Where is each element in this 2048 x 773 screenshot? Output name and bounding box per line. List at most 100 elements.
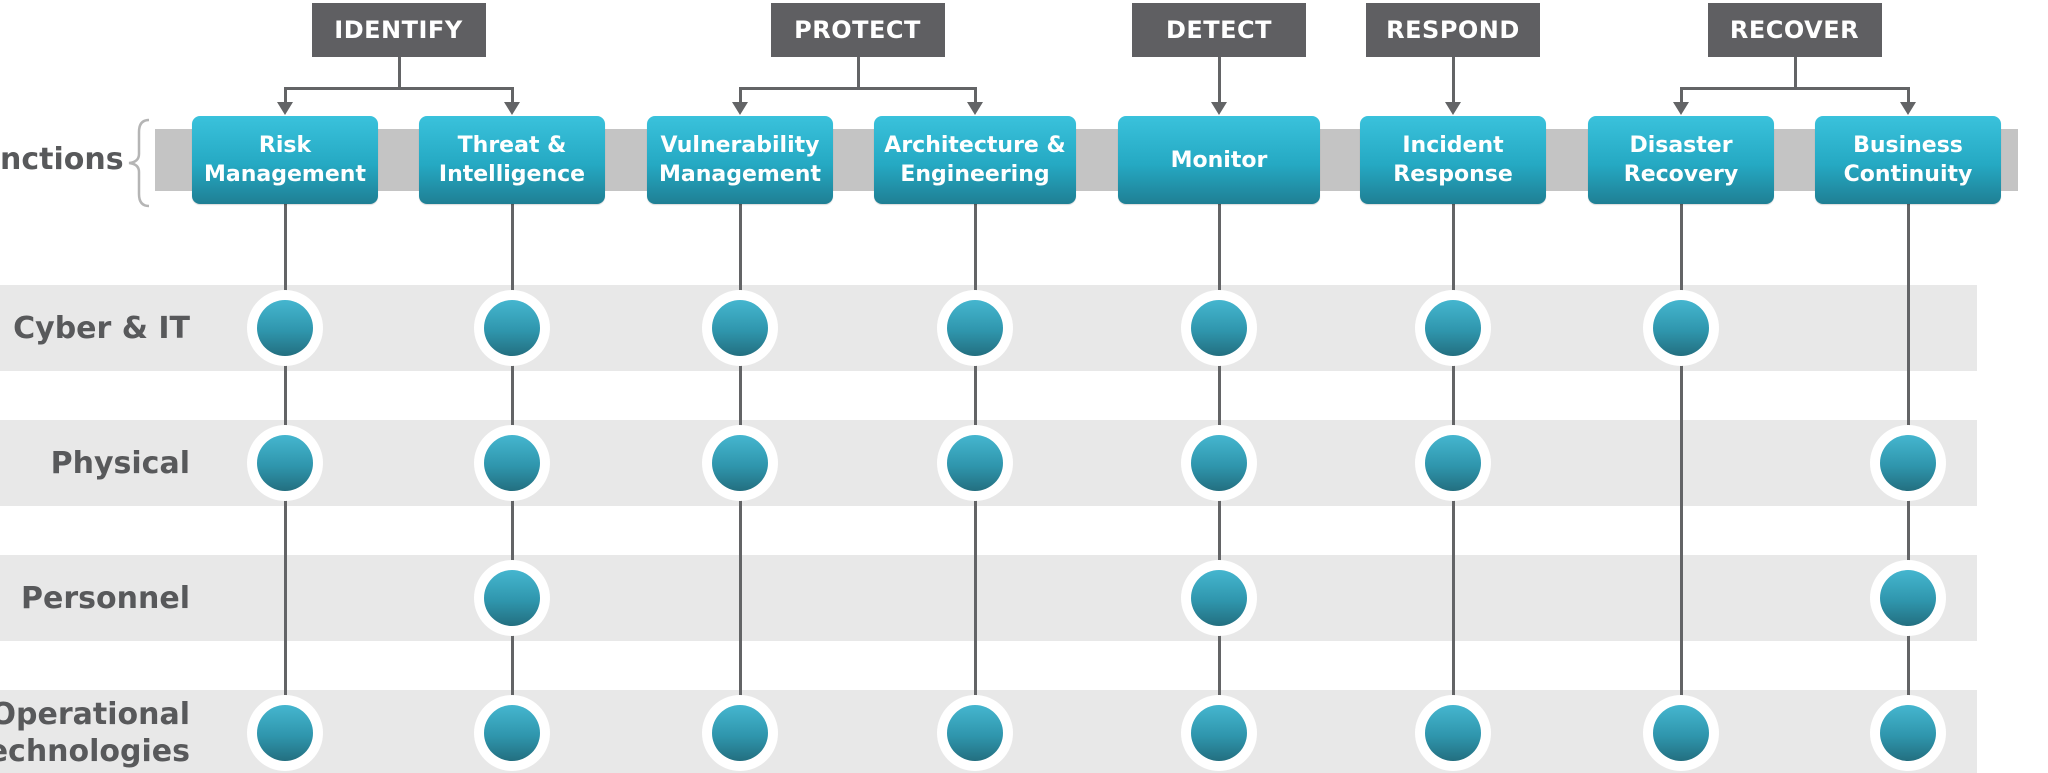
function-stem-line <box>856 57 860 89</box>
capability-label: Disaster Recovery <box>1623 133 1739 187</box>
domain-label-text: Physical <box>50 445 190 481</box>
capability-box-vuln: Vulnerability Management <box>647 116 833 204</box>
capability-label: Monitor <box>1170 147 1268 173</box>
domain-label-text: Cyber & IT <box>13 310 190 346</box>
coverage-dot-fill <box>484 570 540 626</box>
capability-label: Vulnerability Management <box>659 133 821 187</box>
coverage-dot <box>702 695 778 771</box>
function-label: DETECT <box>1165 16 1273 44</box>
domain-label-physical: Physical <box>0 418 190 508</box>
coverage-dot <box>1643 695 1719 771</box>
capability-connector-line <box>1680 204 1683 733</box>
coverage-dot-fill <box>712 300 768 356</box>
coverage-dot <box>247 695 323 771</box>
coverage-dot <box>1181 560 1257 636</box>
capability-label: Business Continuity <box>1843 133 1973 187</box>
function-box-recover: RECOVER <box>1707 3 1882 57</box>
coverage-dot-fill <box>712 435 768 491</box>
capability-box-business: Business Continuity <box>1815 116 2001 204</box>
coverage-dot <box>1870 560 1946 636</box>
function-stem-line <box>1218 57 1221 104</box>
arrow-down-icon <box>967 102 983 115</box>
coverage-dot-fill <box>484 300 540 356</box>
capability-label: Incident Response <box>1393 133 1513 187</box>
capability-box-risk: Risk Management <box>192 116 378 204</box>
function-branch-drop-line <box>739 87 742 104</box>
coverage-dot <box>474 425 550 501</box>
coverage-dot-fill <box>1191 300 1247 356</box>
coverage-dot-fill <box>1191 570 1247 626</box>
capability-box-monitor: Monitor <box>1118 116 1320 204</box>
domain-label-operational-technologies: Operational echnologies <box>0 688 190 773</box>
arrow-down-icon <box>504 102 520 115</box>
function-branch-line <box>284 87 514 90</box>
coverage-dot-fill <box>1425 300 1481 356</box>
coverage-dot <box>702 425 778 501</box>
coverage-dot-fill <box>257 705 313 761</box>
coverage-dot-fill <box>947 300 1003 356</box>
function-branch-drop-line <box>974 87 977 104</box>
function-branch-drop-line <box>1907 87 1910 104</box>
function-branch-drop-line <box>511 87 514 104</box>
coverage-dot <box>1181 695 1257 771</box>
coverage-dot-fill <box>947 435 1003 491</box>
function-branch-line <box>1680 87 1910 90</box>
function-box-detect: DETECT <box>1132 3 1306 57</box>
coverage-dot <box>937 425 1013 501</box>
coverage-dot <box>474 560 550 636</box>
function-label: RESPOND <box>1386 16 1520 44</box>
function-stem-line <box>397 57 401 89</box>
arrow-down-icon <box>1673 102 1689 115</box>
functions-brace <box>128 118 150 208</box>
coverage-dot-fill <box>712 705 768 761</box>
coverage-dot <box>1181 290 1257 366</box>
capability-label: Architecture & Engineering <box>884 133 1066 187</box>
domain-label-cyber-it: Cyber & IT <box>0 283 190 373</box>
function-branch-drop-line <box>1680 87 1683 104</box>
coverage-dot <box>474 695 550 771</box>
framework-label: nctions <box>0 142 124 177</box>
function-branch-drop-line <box>284 87 287 104</box>
function-label: RECOVER <box>1729 16 1860 44</box>
coverage-dot-fill <box>1653 300 1709 356</box>
coverage-dot <box>1415 425 1491 501</box>
coverage-dot <box>1643 290 1719 366</box>
capability-label: Risk Management <box>204 133 366 187</box>
coverage-dot-fill <box>1880 570 1936 626</box>
coverage-dot-fill <box>484 705 540 761</box>
coverage-dot-fill <box>1880 705 1936 761</box>
coverage-dot <box>1181 425 1257 501</box>
arrow-down-icon <box>732 102 748 115</box>
arrow-down-icon <box>1900 102 1916 115</box>
function-branch-line <box>739 87 977 90</box>
arrow-down-icon <box>277 102 293 115</box>
function-box-respond: RESPOND <box>1366 3 1540 57</box>
arrow-down-icon <box>1211 102 1227 115</box>
function-box-protect: PROTECT <box>770 3 945 57</box>
coverage-dot <box>702 290 778 366</box>
coverage-dot-fill <box>1191 435 1247 491</box>
coverage-dot <box>474 290 550 366</box>
coverage-dot-fill <box>257 435 313 491</box>
function-label: IDENTIFY <box>334 16 463 44</box>
coverage-dot <box>937 290 1013 366</box>
arrow-down-icon <box>1445 102 1461 115</box>
coverage-dot <box>937 695 1013 771</box>
coverage-dot-fill <box>1425 435 1481 491</box>
coverage-dot-fill <box>947 705 1003 761</box>
capability-box-arch: Architecture & Engineering <box>874 116 1076 204</box>
coverage-dot-fill <box>484 435 540 491</box>
coverage-dot-fill <box>1880 435 1936 491</box>
coverage-dot <box>1870 695 1946 771</box>
function-stem-line <box>1452 57 1455 104</box>
function-box-identify: IDENTIFY <box>311 3 486 57</box>
function-label: PROTECT <box>794 16 921 44</box>
domain-label-personnel: Personnel <box>0 553 190 643</box>
coverage-dot <box>1870 425 1946 501</box>
coverage-dot <box>1415 290 1491 366</box>
coverage-dot <box>247 290 323 366</box>
domain-band-personnel <box>0 555 1977 641</box>
domain-label-text: Personnel <box>21 580 190 616</box>
capability-label: Threat & Intelligence <box>438 133 586 187</box>
coverage-dot-fill <box>1191 705 1247 761</box>
